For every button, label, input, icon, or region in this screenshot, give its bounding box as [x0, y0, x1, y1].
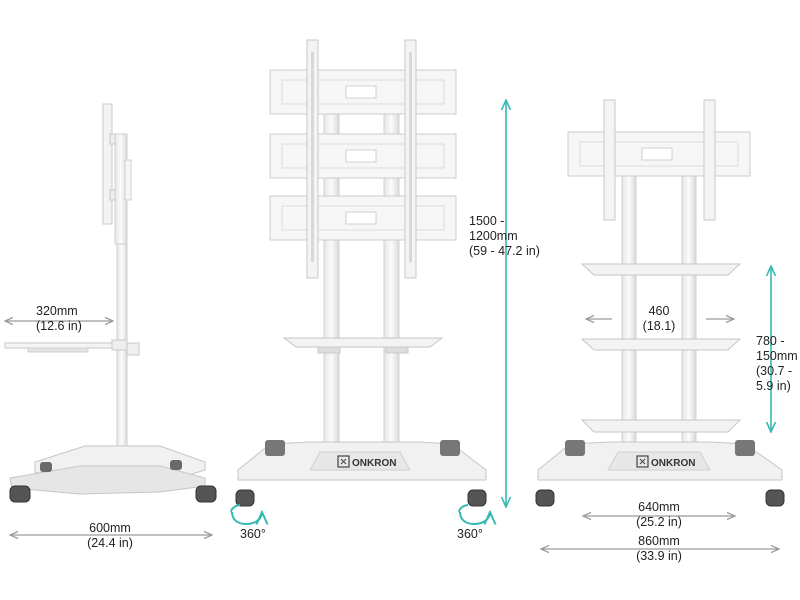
- shelf-width-label: 460 (18.1): [634, 304, 684, 334]
- shelf-width-mm: 460: [648, 304, 670, 318]
- mount-bracket-top: [269, 69, 457, 115]
- side-view-stand: [4, 103, 217, 503]
- side-shelf-width-label: 320mm (12.6 in): [36, 304, 82, 334]
- wheel-rotation-left-icon: [230, 504, 262, 526]
- side-shelf-width-mm: 320mm: [36, 304, 78, 318]
- height-range-line3: (59 - 47.2 in): [469, 244, 540, 258]
- side-base-width-in: (24.4 in): [87, 536, 133, 550]
- shelf-travel-label: 780 - 150mm (30.7 - 5.9 in): [756, 334, 798, 394]
- shelf-travel-line2: 150mm: [756, 349, 798, 363]
- base-inner-width-mm: 640mm: [638, 500, 680, 514]
- base-outer-width-mm: 860mm: [638, 534, 680, 548]
- shelf-travel-line4: 5.9 in): [756, 379, 791, 393]
- side-base-width-label: 600mm (24.4 in): [70, 521, 150, 551]
- height-range-label: 1500 - 1200mm (59 - 47.2 in): [469, 214, 540, 259]
- height-range-line1: 1500 -: [469, 214, 505, 228]
- mount-bracket-middle: [269, 133, 457, 179]
- base-outer-width-in: (33.9 in): [636, 549, 682, 563]
- base-inner-width-in: (25.2 in): [636, 515, 682, 529]
- wheel-rotation-left-label: 360°: [240, 527, 266, 541]
- side-shelf-width-in: (12.6 in): [36, 319, 82, 333]
- brand-logo-text-front: ONKRON: [352, 458, 396, 469]
- right-view-stand: [535, 99, 785, 507]
- side-base-width-mm: 600mm: [89, 521, 131, 535]
- front-view-stand: [235, 39, 487, 507]
- brand-logo-front: ONKRON: [337, 455, 396, 469]
- mount-bracket-bottom: [269, 195, 457, 241]
- base-outer-width-label: 860mm (33.9 in): [619, 534, 699, 564]
- wheel-rotation-right-icon: [458, 504, 490, 526]
- shelf-travel-line3: (30.7 -: [756, 364, 793, 378]
- shelf-travel-line1: 780 -: [756, 334, 785, 348]
- shelf-width-in: (18.1): [642, 319, 676, 333]
- base-inner-width-label: 640mm (25.2 in): [619, 500, 699, 530]
- wheel-rotation-right-label: 360°: [457, 527, 483, 541]
- brand-logo-text-right: ONKRON: [651, 458, 695, 469]
- height-range-line2: 1200mm: [469, 229, 518, 243]
- brand-logo-right: ONKRON: [636, 455, 695, 469]
